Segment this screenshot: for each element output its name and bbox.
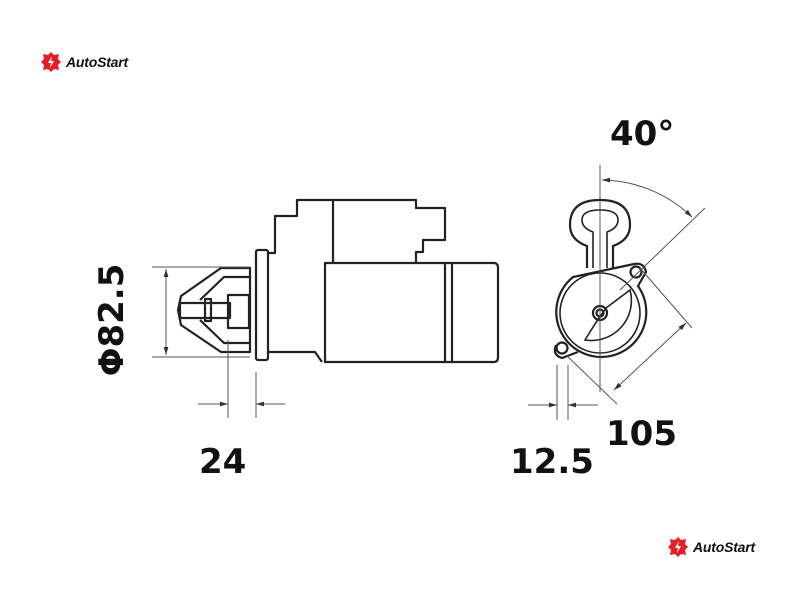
- mounting-flange: [254, 248, 270, 362]
- brand-logo-bottom: AutoStart: [667, 536, 755, 558]
- side-dimensions: [152, 266, 285, 418]
- angle-arc: [601, 177, 693, 218]
- bolt-spacing-line: [613, 322, 687, 391]
- bolt-hole: [555, 341, 569, 355]
- bolt-spacing-label: 105: [606, 414, 677, 454]
- front-dimensions: [528, 165, 706, 420]
- solenoid-outline: [268, 198, 447, 263]
- mount-offset-label: 12.5: [510, 442, 594, 482]
- brand-name: AutoStart: [66, 54, 128, 70]
- gear-bolt-logo-icon: [41, 52, 61, 72]
- motor-body: [323, 261, 500, 364]
- side-view: [176, 198, 500, 364]
- diameter-label: Φ82.5: [92, 263, 132, 377]
- pinion-housing: [176, 266, 252, 354]
- housing-bottom: [268, 350, 323, 363]
- flange-offset-label: 24: [199, 442, 247, 482]
- gear-bolt-logo-icon: [668, 537, 688, 557]
- pinion-gear: [226, 293, 251, 330]
- front-view: [553, 198, 648, 360]
- bolt-hole: [629, 265, 643, 279]
- brand-name: AutoStart: [693, 539, 755, 555]
- brand-logo-top: AutoStart: [40, 51, 128, 73]
- angle-label: 40°: [610, 114, 675, 154]
